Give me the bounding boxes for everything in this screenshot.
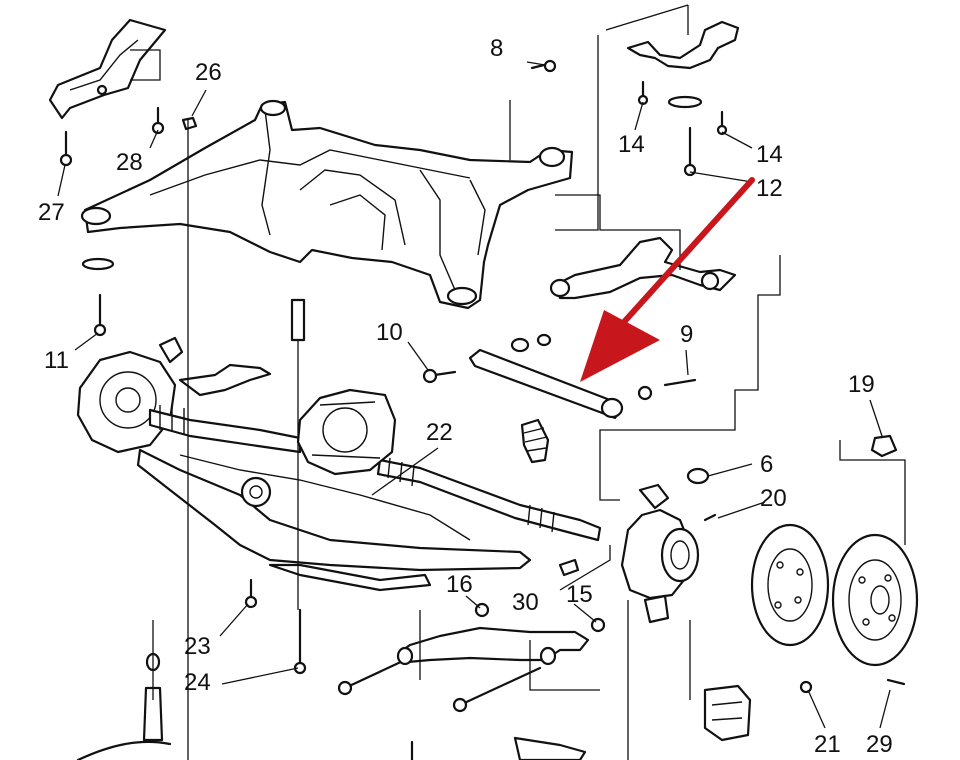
rear-crossmember (80, 99, 574, 310)
bottom-partial-parts (410, 736, 587, 760)
wheel-hub-and-brake-rotor (750, 523, 919, 667)
callout-30: 30 (512, 589, 539, 616)
bump-stop (520, 418, 550, 464)
upper-control-arm (549, 236, 737, 300)
callout-19: 19 (848, 371, 875, 398)
callout-10: 10 (376, 319, 403, 346)
callout-28: 28 (116, 149, 143, 176)
callout-20: 20 (760, 485, 787, 512)
bolt-set (59, 59, 906, 713)
lower-control-arm (396, 626, 590, 666)
callout-9: 9 (680, 321, 693, 348)
callout-15: 15 (566, 581, 593, 608)
differential-housing (296, 388, 397, 476)
callout-leaders (57, 61, 891, 729)
right-knuckle (620, 483, 700, 624)
callout-23: 23 (184, 633, 211, 660)
brake-caliper (703, 684, 752, 742)
highlight-arrow (580, 177, 755, 382)
callout-11: 11 (44, 347, 69, 374)
callout-6: 6 (760, 451, 773, 478)
left-hub-assembly (76, 336, 272, 454)
lower-cradle (136, 448, 532, 592)
callout-12: 12 (756, 175, 783, 202)
right-mount-bracket (626, 20, 740, 109)
callout-27: 27 (38, 199, 65, 226)
callout-26: 26 (195, 59, 222, 86)
stabilizer-bar (76, 652, 172, 760)
callout-22: 22 (426, 419, 453, 446)
callout-24: 24 (184, 669, 211, 696)
callout-14a: 14 (618, 131, 645, 158)
callout-29: 29 (866, 731, 893, 758)
callout-labels: 8 26 28 27 11 14 14 12 10 9 19 22 6 20 1… (38, 35, 893, 758)
callout-14b: 14 (756, 141, 783, 168)
callout-16: 16 (446, 571, 473, 598)
left-mount-bracket (48, 18, 167, 120)
lateral-link-rod (468, 333, 624, 420)
callout-8: 8 (490, 35, 503, 62)
callout-21: 21 (814, 731, 841, 758)
reference-lines (130, 4, 906, 760)
